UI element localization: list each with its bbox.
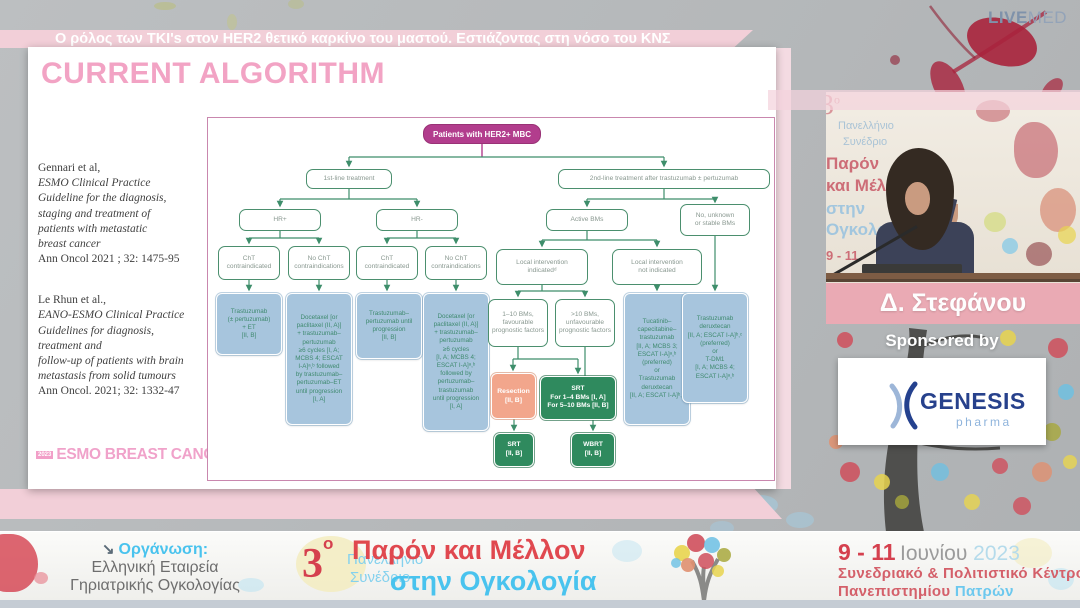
yellow-splat bbox=[296, 536, 366, 592]
flow-node-stable-bms: No, unknown or stable BMs bbox=[680, 204, 750, 236]
genesis-pharma-logo: GENESIS pharma bbox=[838, 358, 1046, 445]
venue-university: Πανεπιστημίου bbox=[838, 583, 955, 600]
paint-blob bbox=[1002, 238, 1018, 254]
speaker-face bbox=[905, 182, 930, 215]
paint-blob bbox=[612, 540, 642, 562]
organizer-label: Οργάνωση: bbox=[118, 541, 209, 558]
flow-node-resection: Resection [II, B] bbox=[491, 373, 536, 419]
flow-node-cht-contraindicated-2: ChT contraindicated bbox=[356, 246, 418, 280]
footer-tree-art bbox=[671, 534, 731, 600]
congress-dates: 9 - 11 Ιουνίου 2023 bbox=[838, 539, 1020, 566]
flow-node-active-bms: Active BMs bbox=[546, 209, 628, 231]
citation-lerhun: Le Rhun et al., EANO-ESMO Clinical Pract… bbox=[38, 294, 185, 398]
livemed-med: MED bbox=[1027, 8, 1068, 27]
flow-node-trastuzumab-pertuzumab: Trastuzumab– pertuzumab until progressio… bbox=[356, 293, 422, 359]
paint-blob bbox=[1040, 188, 1076, 232]
paint-blob bbox=[238, 578, 264, 592]
venue-line1: Συνεδριακό & Πολιτιστικό Κέντρο bbox=[838, 565, 1080, 582]
flowchart-connectors bbox=[245, 144, 719, 432]
congress-motto-line1: Παρόν και Μέλλον bbox=[352, 535, 586, 565]
flow-node-root: Patients with HER2+ MBC bbox=[423, 124, 541, 144]
flow-node-gt10-bms: >10 BMs, unfavourable prognostic factors bbox=[555, 299, 615, 347]
citation-gennari: Gennari et al, ESMO Clinical Practice Gu… bbox=[38, 162, 180, 266]
flow-node-first-line: 1st-line treatment bbox=[306, 169, 392, 189]
flow-node-hr-negative: HR- bbox=[376, 209, 458, 231]
bottom-strip bbox=[0, 600, 1080, 608]
pink-translucent-band bbox=[768, 90, 1080, 110]
flow-node-hr-positive: HR+ bbox=[239, 209, 321, 231]
flowchart-frame: Patients with HER2+ MBC 1st-line treatme… bbox=[207, 117, 775, 481]
dates-days: 9 - 11 bbox=[838, 539, 896, 565]
flow-node-second-line: 2nd-line treatment after trastuzumab ± p… bbox=[558, 169, 770, 189]
flow-node-cht-contraindicated-1: ChT contraindicated bbox=[218, 246, 280, 280]
laptop bbox=[862, 264, 962, 274]
organizer-block: ↘Οργάνωση: Ελληνική Εταιρεία Γηριατρικής… bbox=[40, 541, 270, 595]
livemed-logo: LIVEMED bbox=[988, 8, 1067, 28]
arrow-icon: ↘ bbox=[101, 541, 115, 558]
presentation-slide: CURRENT ALGORITHM Gennari et al, ESMO Cl… bbox=[28, 47, 776, 489]
pink-backdrop-bottom bbox=[0, 489, 782, 519]
slide-title: CURRENT ALGORITHM bbox=[41, 57, 386, 90]
flow-node-srt: SRT [II, B] bbox=[494, 433, 534, 467]
banner-line2: Συνέδριο bbox=[843, 136, 888, 148]
paint-blob bbox=[34, 572, 48, 584]
paint-blob bbox=[984, 212, 1006, 232]
flow-node-trastuzumab-deruxtecan: Trastuzumab deruxtecan [II, A; ESCAT I-A… bbox=[682, 293, 748, 403]
congress-line2: Συνέδριο bbox=[350, 569, 411, 586]
congress-number: 3ο bbox=[302, 534, 334, 587]
genesis-pharma-text: pharma bbox=[956, 415, 1012, 429]
paint-blob bbox=[1058, 226, 1076, 244]
paint-blob bbox=[1048, 568, 1074, 590]
banner-motto3: στην bbox=[826, 199, 866, 218]
livemed-live: LIVE bbox=[988, 8, 1028, 27]
banner-motto1: Παρόν bbox=[826, 154, 880, 173]
genesis-brand-text: GENESIS bbox=[920, 388, 1026, 414]
flow-node-docetaxel-1: Docetaxel [or paclitaxel (II, A)] + tras… bbox=[286, 293, 352, 425]
esmo-logo-year: 2023 bbox=[36, 451, 54, 459]
congress-motto-line2: στην Ογκολογία bbox=[390, 566, 597, 596]
dates-month: Ιουνίου bbox=[900, 542, 974, 565]
flow-node-no-cht-contraindications-2: No ChT contraindications bbox=[425, 246, 487, 280]
venue-line2: Πανεπιστημίου Πατρών bbox=[838, 583, 1014, 600]
speaker-name: Δ. Στεφάνου bbox=[879, 289, 1027, 317]
esmo-breast-cancer-logo: 2023 ESMO BREAST CANCER bbox=[36, 446, 236, 464]
flow-node-srt-bms: SRT For 1–4 BMs [I, A] For 5–10 BMs [II,… bbox=[540, 376, 616, 420]
flow-node-1-10-bms: 1–10 BMs, favourable prognostic factors bbox=[488, 299, 548, 347]
dates-year: 2023 bbox=[973, 542, 1020, 565]
paint-blob bbox=[0, 534, 38, 592]
flow-node-docetaxel-2: Docetaxel [or paclitaxel (II, A)] + tras… bbox=[423, 293, 489, 431]
organizer-name-line2: Γηριατρικής Ογκολογίας bbox=[70, 577, 240, 594]
banner-line1: Πανελλήνιο bbox=[838, 120, 894, 132]
pink-backdrop-strip bbox=[776, 48, 791, 489]
venue-city: Πατρών bbox=[954, 583, 1014, 600]
flow-node-local-intervention-indicated: Local intervention indicatedᵈ bbox=[496, 249, 588, 285]
footer-bar: ↘Οργάνωση: Ελληνική Εταιρεία Γηριατρικής… bbox=[0, 531, 1080, 600]
podium bbox=[826, 273, 1080, 282]
paint-blob bbox=[1012, 538, 1052, 568]
organizer-name-line1: Ελληνική Εταιρεία bbox=[91, 559, 219, 576]
flow-node-wbrt: WBRT [II, B] bbox=[571, 433, 615, 467]
genesis-logo-mark bbox=[889, 381, 918, 430]
speaker-name-band: Δ. Στεφάνου bbox=[826, 283, 1080, 324]
paint-blob bbox=[1014, 122, 1058, 178]
flow-node-tucatinib: Tucatinib– capecitabine– trastuzumab [II… bbox=[624, 293, 690, 425]
flow-node-trastuzumab-et: Trastuzumab (± pertuzumab) + ET [II, B] bbox=[216, 293, 282, 355]
flow-node-no-cht-contraindications-1: No ChT contraindications bbox=[288, 246, 350, 280]
congress-line1: Πανελλήνιο bbox=[347, 551, 424, 568]
citations: Gennari et al, ESMO Clinical Practice Gu… bbox=[38, 161, 210, 425]
sponsored-by-label: Sponsored by bbox=[885, 331, 999, 350]
banner-dates: 9 - 11 bbox=[826, 248, 859, 263]
esmo-logo-text: ESMO BREAST CANCER bbox=[56, 446, 236, 463]
lecture-title: Ο ρόλος των TKI's στον HER2 θετικό καρκί… bbox=[55, 31, 671, 47]
paint-blob bbox=[1026, 242, 1052, 266]
flow-node-local-intervention-not-indicated: Local intervention not indicated bbox=[612, 249, 702, 285]
header-banner: Ο ρόλος των TKI's στον HER2 θετικό καρκί… bbox=[0, 30, 753, 48]
